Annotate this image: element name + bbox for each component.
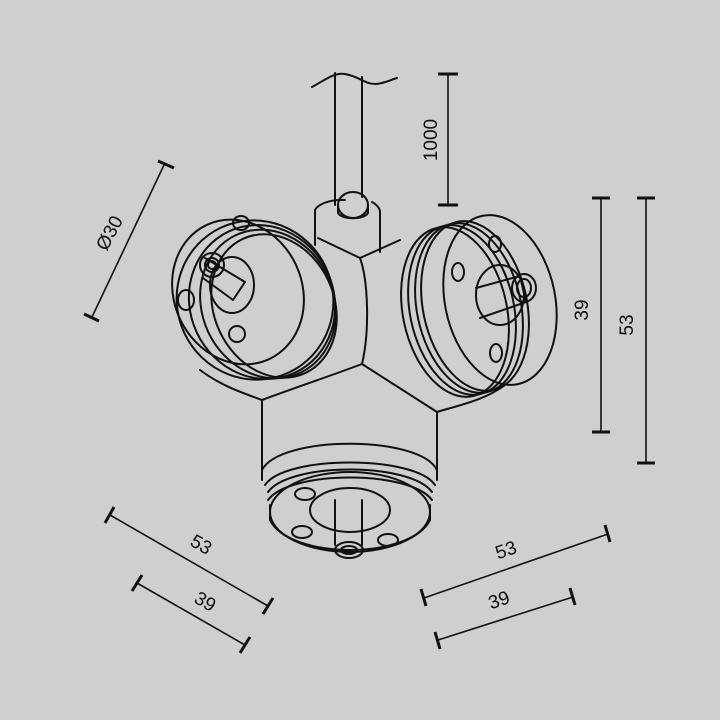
dimension-diameter: Ø30 (83, 159, 175, 323)
top-cap (314, 191, 381, 253)
left-fitting (171, 215, 338, 381)
dimension-bottom-right: 53 39 (419, 524, 612, 650)
dimension-cable-length: 1000 (421, 72, 458, 207)
dimension-label-53-vertical: 53 (617, 314, 638, 335)
dimension-label-39-vertical: 39 (572, 299, 593, 320)
dimension-bottom-left: 53 39 (103, 506, 275, 654)
bottom-fitting (261, 442, 438, 559)
dimension-label-53-right: 53 (493, 537, 520, 564)
dimension-label-39-left: 39 (190, 588, 219, 617)
right-fitting (400, 214, 558, 398)
dimension-label-1000: 1000 (421, 119, 442, 161)
dimension-label-53-left: 53 (186, 531, 215, 560)
dimension-right-vertical: 39 53 (572, 196, 655, 465)
dimension-label-39-right: 39 (486, 587, 513, 614)
cable (311, 72, 398, 206)
dimension-label-diameter: Ø30 (92, 213, 127, 255)
